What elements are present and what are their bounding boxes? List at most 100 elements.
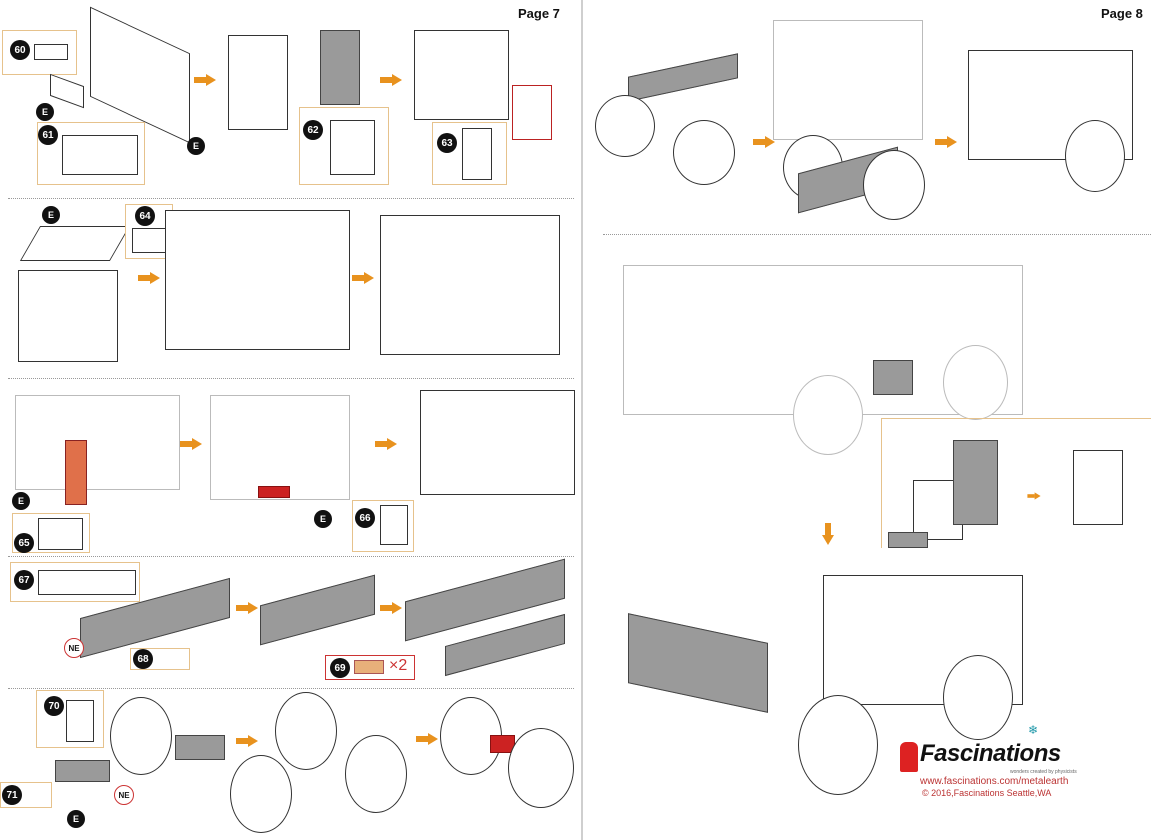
wheel-illustration	[1065, 120, 1125, 192]
wheel-illustration	[943, 345, 1008, 420]
part-illustration	[380, 505, 408, 545]
part-illustration	[50, 73, 84, 109]
arrow-icon	[180, 438, 202, 450]
loader-body-illustration	[15, 395, 180, 490]
loader-body-illustration	[165, 210, 350, 350]
part-illustration	[38, 518, 83, 550]
arrow-icon	[138, 272, 160, 284]
step-61-label: 61	[38, 125, 58, 145]
red-part-illustration	[65, 440, 87, 505]
arrow-icon	[822, 523, 834, 545]
page-number: Page 8	[1101, 6, 1143, 21]
wheel-illustration	[943, 655, 1013, 740]
part-illustration	[1073, 450, 1123, 525]
part-illustration	[320, 30, 360, 105]
page-8: Page 8	[583, 0, 1159, 840]
step-62-label: 62	[303, 120, 323, 140]
wheel-illustration	[110, 697, 172, 775]
brand-url[interactable]: www.fascinations.com/metalearth	[920, 776, 1069, 787]
step-64-label: 64	[135, 206, 155, 226]
marker-e: E	[67, 810, 85, 828]
part-illustration	[38, 570, 136, 595]
quantity-label: ×2	[389, 657, 408, 674]
step-65-label: 65	[14, 533, 34, 553]
part-illustration	[175, 735, 225, 760]
wheel-illustration	[508, 728, 574, 808]
step-71-label: 71	[2, 785, 22, 805]
part-illustration	[462, 128, 492, 180]
bucket-illustration	[628, 613, 768, 713]
arrow-icon	[236, 602, 258, 614]
part-illustration	[354, 660, 384, 674]
wheel-illustration	[798, 695, 878, 795]
part-illustration	[62, 135, 138, 175]
wheel-illustration	[275, 692, 337, 770]
red-part-illustration	[258, 486, 290, 498]
copyright: © 2016,Fascinations Seattle,WA	[922, 788, 1052, 798]
wheel-illustration	[673, 120, 735, 185]
step-67-label: 67	[14, 570, 34, 590]
marker-ne: NE	[114, 785, 134, 805]
loader-body-illustration	[420, 390, 575, 495]
step-68-label: 68	[133, 649, 153, 669]
step-60-label: 60	[10, 40, 30, 60]
step-63-label: 63	[437, 133, 457, 153]
floor-plate-illustration	[628, 53, 738, 102]
snowflake-icon: ❄	[1028, 723, 1039, 737]
door-illustration	[512, 85, 552, 140]
marker-e: E	[36, 103, 54, 121]
step-66-label: 66	[355, 508, 375, 528]
section-divider	[8, 688, 574, 689]
section-divider	[8, 556, 574, 557]
loader-body-illustration	[773, 20, 923, 140]
section-divider	[8, 378, 574, 379]
arrow-icon	[380, 74, 402, 86]
page-number: Page 7	[518, 6, 560, 21]
marker-e: E	[187, 137, 205, 155]
page-divider	[581, 0, 583, 840]
arrow-icon	[194, 74, 216, 86]
part-illustration	[953, 440, 998, 525]
page-7: Page 7 60 E 61 E 62 63 E 64 E 65 E 66 67…	[0, 6, 575, 833]
loader-body-illustration	[210, 395, 350, 500]
loader-body-illustration	[380, 215, 560, 355]
cab-illustration	[414, 30, 509, 120]
part-illustration	[888, 532, 928, 548]
part-illustration	[330, 120, 375, 175]
wheel-illustration	[595, 95, 655, 157]
brand-logo: ❄ Fascinations wonders created by physic…	[900, 724, 1080, 799]
part-illustration	[132, 228, 166, 253]
arrow-icon	[380, 602, 402, 614]
arrow-icon	[935, 136, 957, 148]
cab-illustration	[18, 270, 118, 362]
step-70-label: 70	[44, 696, 64, 716]
arrow-icon	[352, 272, 374, 284]
wheel-illustration	[793, 375, 863, 455]
arrow-icon	[236, 735, 258, 747]
marker-ne: NE	[64, 638, 84, 658]
marker-e: E	[12, 492, 30, 510]
wheel-illustration	[345, 735, 407, 813]
part-illustration	[34, 44, 68, 60]
roof-illustration	[19, 226, 131, 261]
brand-tagline: wonders created by physicists	[1010, 769, 1077, 775]
part-illustration	[55, 760, 110, 782]
section-divider	[603, 234, 1151, 235]
mascot-icon	[900, 742, 918, 772]
section-divider	[8, 198, 574, 199]
part-illustration	[66, 700, 94, 742]
callout-line	[881, 418, 1151, 419]
wheel-illustration	[230, 755, 292, 833]
cab-illustration	[228, 35, 288, 130]
wheel-illustration	[863, 150, 925, 220]
marker-e: E	[314, 510, 332, 528]
arrow-icon	[1027, 492, 1041, 500]
arrow-icon	[753, 136, 775, 148]
arrow-icon	[416, 733, 438, 745]
arrow-icon	[375, 438, 397, 450]
marker-e: E	[42, 206, 60, 224]
callout-line	[881, 418, 882, 548]
part-illustration	[873, 360, 913, 395]
step-69-label: 69	[330, 658, 350, 678]
floor-plate-illustration	[260, 574, 375, 646]
